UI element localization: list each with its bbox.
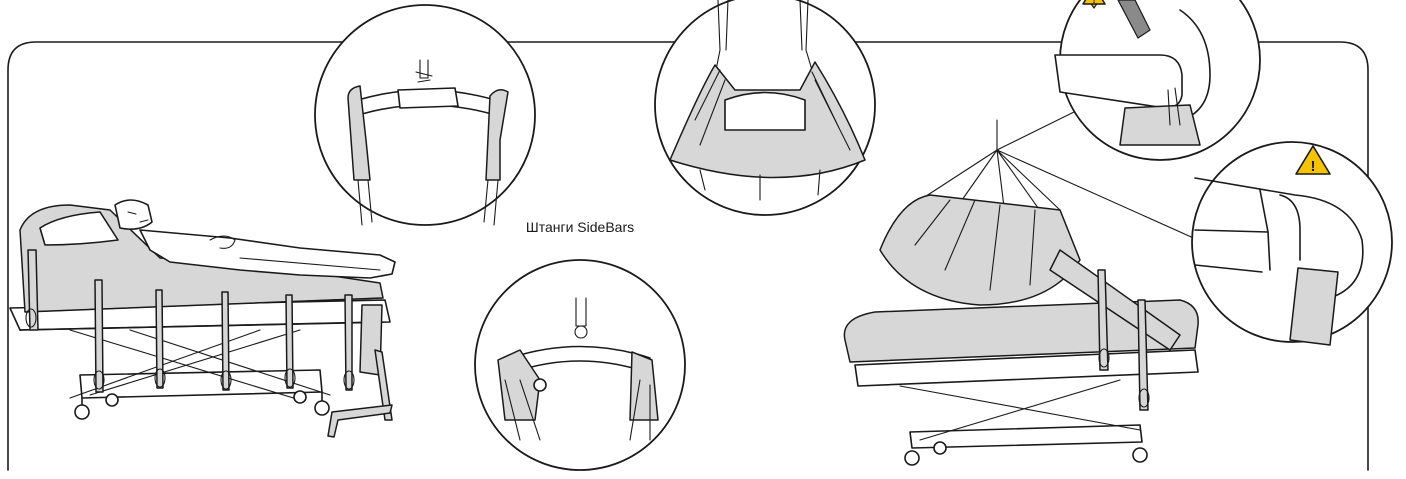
detail-bar-clips <box>475 260 685 470</box>
detail-spreader-bar <box>315 5 535 225</box>
detail-hook-strap <box>1192 142 1392 345</box>
patient-on-bed-illustration <box>10 200 395 437</box>
svg-text:!: ! <box>1092 0 1095 6</box>
svg-text:!: ! <box>1311 158 1316 175</box>
detail-hook-handle <box>1055 0 1260 160</box>
sidebars-caption: Штанги SideBars <box>526 219 634 235</box>
detail-sling-seat <box>655 0 875 215</box>
lifted-patient-illustration <box>844 110 1198 465</box>
